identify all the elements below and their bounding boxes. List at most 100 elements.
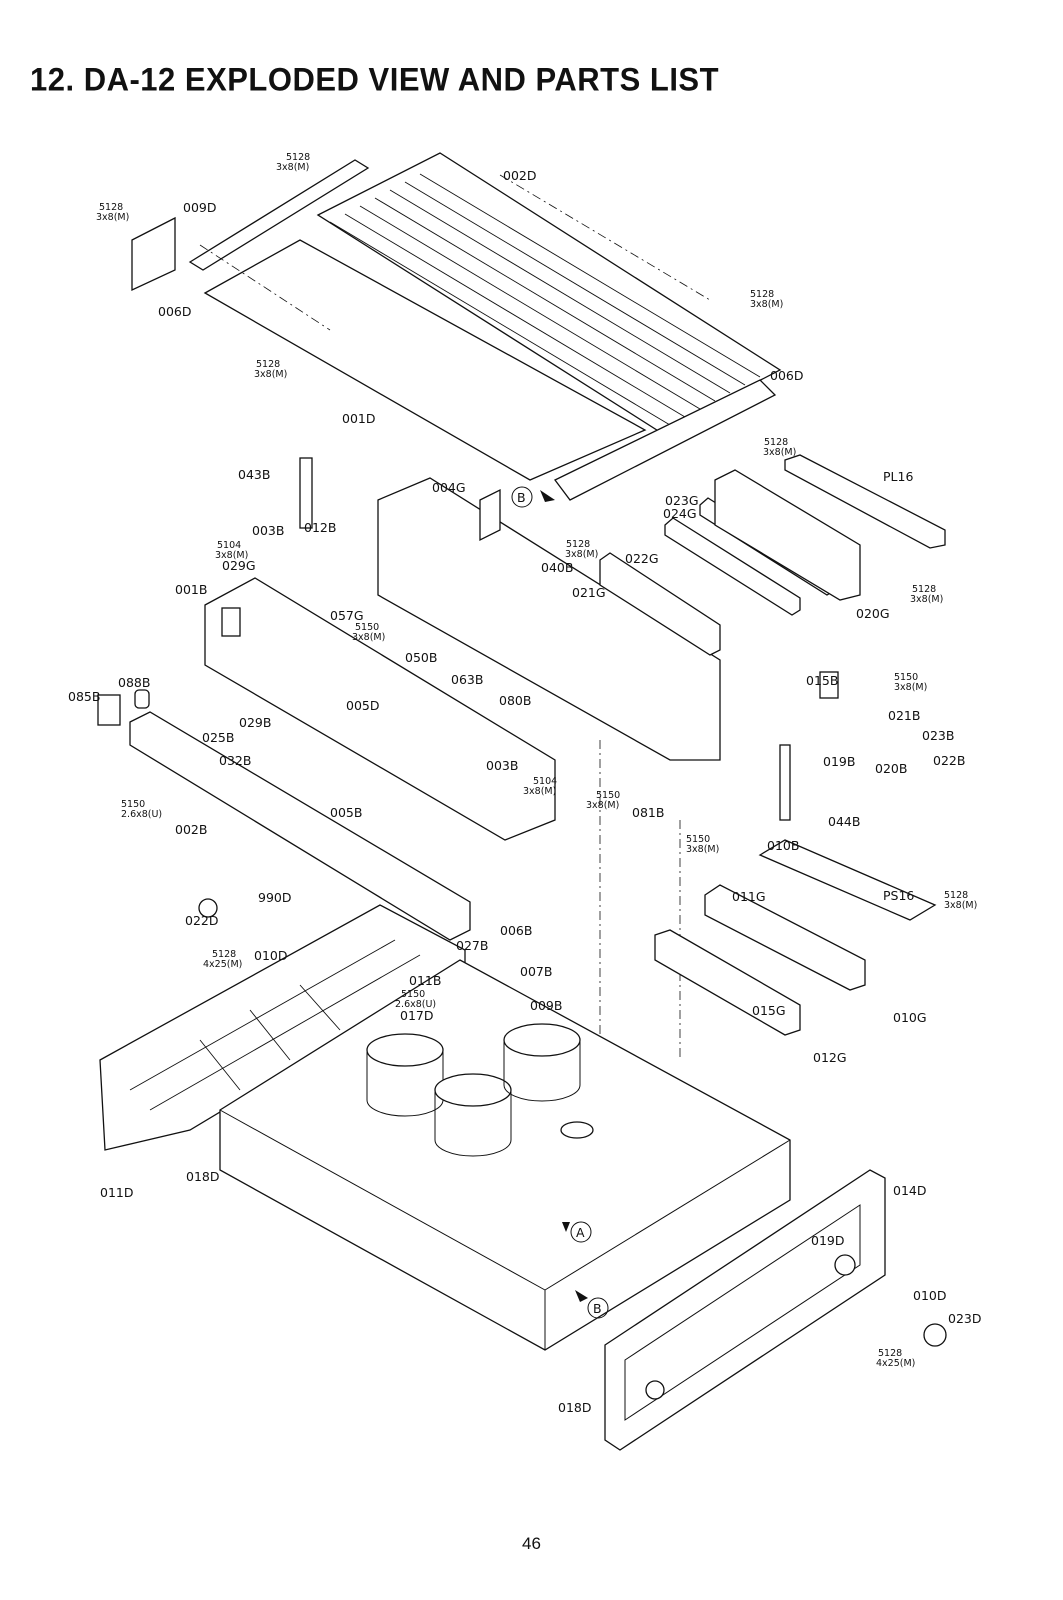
panel-001d (203, 239, 647, 481)
label-023b: 023B (922, 728, 954, 743)
frame-040b (377, 477, 721, 761)
marker-b-bottom: B (575, 1290, 609, 1319)
svg-text:5104: 5104 (533, 776, 557, 787)
label-024g: 024G (663, 506, 697, 521)
label-014d: 014D (893, 1183, 926, 1198)
svg-text:5150: 5150 (686, 834, 710, 845)
label-081b: 081B (632, 805, 664, 820)
spring-088b (134, 689, 150, 709)
svg-text:4x25(M): 4x25(M) (876, 1358, 915, 1369)
rail-006d-right (554, 379, 777, 501)
label-029b: 029B (239, 715, 271, 730)
capacitor (366, 1033, 444, 1067)
label-pl16: PL16 (883, 469, 913, 484)
svg-text:5128: 5128 (256, 359, 280, 370)
svg-text:5128: 5128 (764, 437, 788, 448)
front-panel-001b (204, 577, 556, 841)
foot-022d (198, 898, 218, 918)
label-006d: 006D (770, 368, 803, 383)
marker-a: A (562, 1221, 592, 1243)
label-010d: 010D (913, 1288, 946, 1303)
svg-text:5150: 5150 (401, 989, 425, 1000)
svg-text:3x8(M): 3x8(M) (894, 682, 927, 693)
svg-text:5150: 5150 (596, 790, 620, 801)
svg-text:5128: 5128 (566, 539, 590, 550)
label-005b: 005B (330, 805, 362, 820)
label-019d: 019D (811, 1233, 844, 1248)
label-021g: 021G (572, 585, 606, 600)
label-001d: 001D (342, 411, 375, 426)
label-018d: 018D (558, 1400, 591, 1415)
svg-text:5104: 5104 (217, 540, 241, 551)
board-ps16 (758, 839, 937, 921)
label-006d: 006D (158, 304, 191, 319)
label-020g: 020G (856, 606, 890, 621)
svg-text:A: A (576, 1225, 585, 1240)
label-080b: 080B (499, 693, 531, 708)
label-011d: 011D (100, 1185, 133, 1200)
label-021b: 021B (888, 708, 920, 723)
label-044b: 044B (828, 814, 860, 829)
capacitor-body (434, 1090, 512, 1157)
svg-text:3x8(M): 3x8(M) (686, 844, 719, 855)
label-020b: 020B (875, 761, 907, 776)
label-015b: 015B (806, 673, 838, 688)
label-003b: 003B (486, 758, 518, 773)
bracket-010g (704, 884, 866, 991)
label-010g: 010G (893, 1010, 927, 1025)
label-004g (479, 488, 501, 542)
bracket-012g (654, 929, 801, 1036)
svg-text:3x8(M): 3x8(M) (254, 369, 287, 380)
board-021g (599, 552, 721, 656)
label-011g: 011G (732, 889, 766, 904)
label-057g: 057G (330, 608, 364, 623)
svg-text:5150: 5150 (894, 672, 918, 683)
label-009b: 009B (530, 998, 562, 1013)
filter-024g (664, 517, 801, 616)
top-cover-002d (316, 152, 782, 433)
label-010b: 010B (767, 838, 799, 853)
svg-text:3x8(M): 3x8(M) (565, 549, 598, 560)
svg-text:5128: 5128 (212, 949, 236, 960)
svg-text:2.6x8(U): 2.6x8(U) (395, 999, 436, 1010)
capacitor (503, 1023, 581, 1057)
plate-005b (129, 711, 471, 941)
svg-text:3x8(M): 3x8(M) (910, 594, 943, 605)
knob-085b (97, 694, 121, 726)
label-022b: 022B (933, 753, 965, 768)
label-043b: 043B (238, 467, 270, 482)
window (221, 607, 241, 637)
svg-text:3x8(M): 3x8(M) (96, 212, 129, 223)
cap-023d (923, 1323, 947, 1347)
svg-text:4x25(M): 4x25(M) (203, 959, 242, 970)
assembly-line (499, 174, 711, 301)
marker-b-top: B (511, 486, 555, 508)
svg-text:5128: 5128 (912, 584, 936, 595)
label-050b: 050B (405, 650, 437, 665)
svg-text:5128: 5128 (944, 890, 968, 901)
holder-020g (714, 469, 861, 601)
svg-text:3x8(M): 3x8(M) (276, 162, 309, 173)
chassis (219, 959, 791, 1351)
rail-006d-left (188, 159, 370, 271)
svg-text:3x8(M): 3x8(M) (352, 632, 385, 643)
strip-044b (779, 744, 791, 821)
svg-text:2.6x8(U): 2.6x8(U) (121, 809, 162, 820)
svg-text:5150: 5150 (355, 622, 379, 633)
label-005d: 005D (346, 698, 379, 713)
